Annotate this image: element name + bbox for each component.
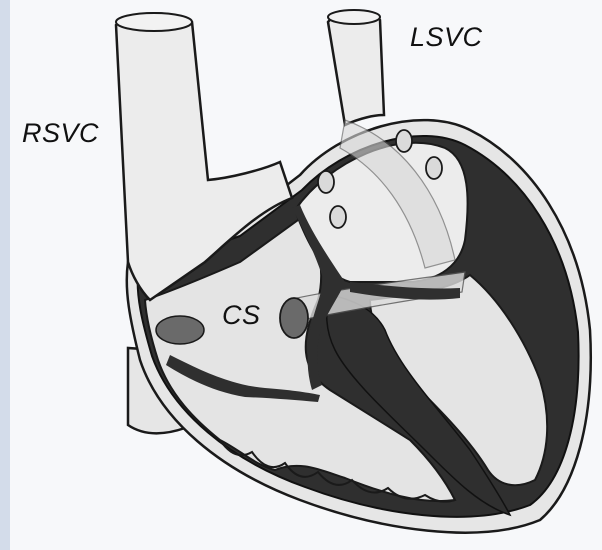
- rsvc-opening: [116, 13, 192, 31]
- pulmonary-vein-ostium: [330, 206, 346, 228]
- left-superior-vena-cava: [328, 11, 384, 125]
- pulmonary-vein-ostium: [426, 157, 442, 179]
- lsvc-label: LSVC: [410, 22, 483, 53]
- lsvc-opening: [328, 10, 380, 24]
- cs-label: CS: [222, 300, 261, 331]
- pulmonary-vein-ostium: [396, 130, 412, 152]
- rsvc-label: RSVC: [22, 118, 99, 149]
- pulmonary-vein-ostium: [318, 171, 334, 193]
- ivc-ostium: [156, 316, 204, 344]
- coronary-sinus-ostium: [280, 298, 308, 338]
